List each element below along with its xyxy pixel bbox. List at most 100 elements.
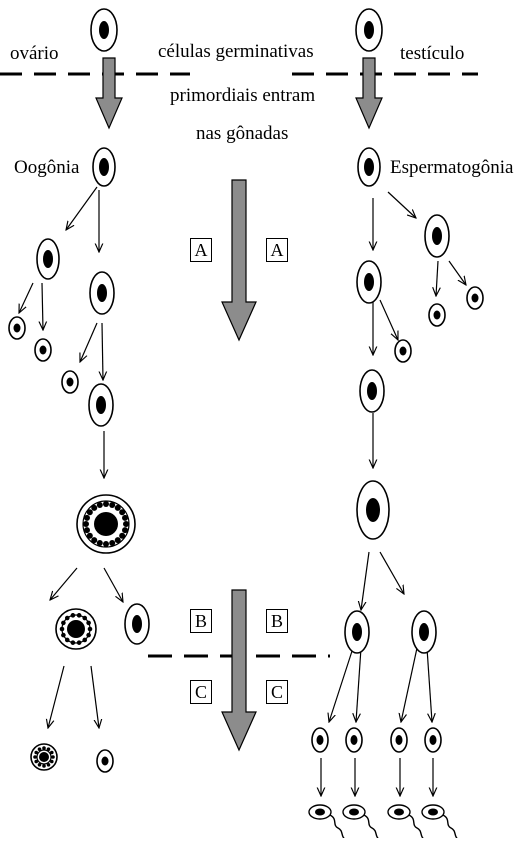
testis-entry-arrow <box>355 57 383 130</box>
follicle-granule <box>83 521 89 527</box>
follicle-granule <box>87 626 93 632</box>
testis-label: testículo <box>400 43 465 64</box>
follicle-granule <box>42 764 46 768</box>
follicle-granule <box>109 501 116 508</box>
follicle-granule <box>91 504 98 511</box>
small-cell <box>8 316 26 340</box>
first-polar-body <box>124 603 150 645</box>
follicle-granule <box>83 514 90 521</box>
follicle-granule <box>76 640 82 645</box>
secondary-oocyte <box>55 608 97 650</box>
follicle-granule <box>122 527 129 534</box>
small-cell <box>394 339 412 363</box>
stage-marker-a-left: A <box>190 238 212 262</box>
spermatogonia-label: Espermatogônia <box>390 157 514 178</box>
center-caption-line-3: nas gônadas <box>196 123 289 144</box>
center-caption-line-1: células germinativas <box>158 41 314 62</box>
spermatid <box>424 727 442 753</box>
cell-nucleus <box>364 273 374 291</box>
cell-nucleus <box>364 158 374 176</box>
cell-nucleus <box>66 377 74 387</box>
spermatogonia-daughter-cell <box>424 214 450 258</box>
lineage-arrow <box>356 647 362 722</box>
spermatogonia-cell <box>357 147 381 187</box>
cell-nucleus <box>364 21 374 39</box>
spermatozoon <box>387 804 426 841</box>
lineage-arrow <box>379 551 404 594</box>
lineage-arrow <box>102 322 103 380</box>
sperm-tail <box>442 814 460 841</box>
follicle-granule <box>96 501 103 508</box>
follicle-granule <box>86 532 93 539</box>
lineage-arrow <box>401 647 418 722</box>
follicle-granule <box>119 509 126 516</box>
cell-nucleus <box>432 227 442 245</box>
follicle-granule <box>86 632 91 638</box>
lineage-arrow <box>19 282 34 313</box>
spermatogonia-daughter-cell <box>356 260 382 304</box>
sperm-tail <box>408 814 426 841</box>
follicle-granule <box>114 504 121 511</box>
follicle-granule <box>82 615 88 621</box>
cell-nucleus <box>395 735 403 745</box>
sperm-tail <box>329 814 347 841</box>
sperm-nucleus <box>428 808 438 816</box>
stage-marker-a-right: A <box>266 238 288 262</box>
cell-nucleus <box>366 498 380 522</box>
cell-nucleus <box>367 382 377 400</box>
primary-oocyte <box>88 383 114 427</box>
follicle-granule <box>96 540 103 547</box>
spermatid <box>390 727 408 753</box>
small-cell <box>466 286 484 310</box>
oogonia-daughter-cell <box>36 238 60 280</box>
follicle-granule <box>119 532 126 539</box>
follicle-granule <box>33 755 37 759</box>
cell-nucleus <box>39 345 47 355</box>
follicle-nucleus <box>94 512 118 536</box>
cell-nucleus <box>13 323 21 333</box>
lineage-arrow <box>436 260 438 296</box>
stage-bc-arrow <box>221 589 257 752</box>
follicle-granule <box>34 759 39 764</box>
follicle-granule <box>91 537 98 544</box>
follicle-granule <box>61 620 66 626</box>
follicle-granule <box>86 509 93 516</box>
ovum <box>30 743 58 771</box>
follicle-nucleus <box>39 752 49 762</box>
cell-nucleus <box>97 284 107 302</box>
cell-nucleus <box>419 623 429 641</box>
follicle-granule <box>70 640 76 645</box>
lineage-arrow <box>361 551 370 610</box>
sperm-tail <box>363 814 381 841</box>
cell-nucleus <box>471 293 479 303</box>
follicle-granule <box>46 762 51 767</box>
lineage-arrow <box>387 191 416 218</box>
cell-nucleus <box>96 396 106 414</box>
cell-nucleus <box>132 615 142 633</box>
stage-marker-b-right: B <box>266 609 288 633</box>
primordial-germ-cell-ovary <box>90 8 118 52</box>
stage-marker-c-left: C <box>190 680 212 704</box>
follicle-granule <box>51 755 55 759</box>
follicle-granule <box>123 521 129 527</box>
follicle-granule <box>61 632 66 638</box>
small-cell <box>428 303 446 327</box>
follicle-granule <box>49 759 54 764</box>
follicle-granule <box>109 540 116 547</box>
lineage-arrow <box>66 186 98 230</box>
follicle-granule <box>76 613 82 618</box>
cell-nucleus <box>429 735 437 745</box>
sperm-nucleus <box>394 808 404 816</box>
follicle-granule <box>37 747 42 752</box>
lineage-arrow <box>379 299 398 340</box>
cell-nucleus <box>99 21 109 39</box>
follicle-granule <box>70 613 76 618</box>
growing-follicle <box>76 494 136 554</box>
oogonia-cell <box>92 147 116 187</box>
lineage-arrow <box>42 282 43 330</box>
second-polar-body <box>96 749 114 773</box>
follicle-granule <box>83 527 90 534</box>
follicle-granule <box>49 750 54 755</box>
follicle-granule <box>103 541 109 547</box>
